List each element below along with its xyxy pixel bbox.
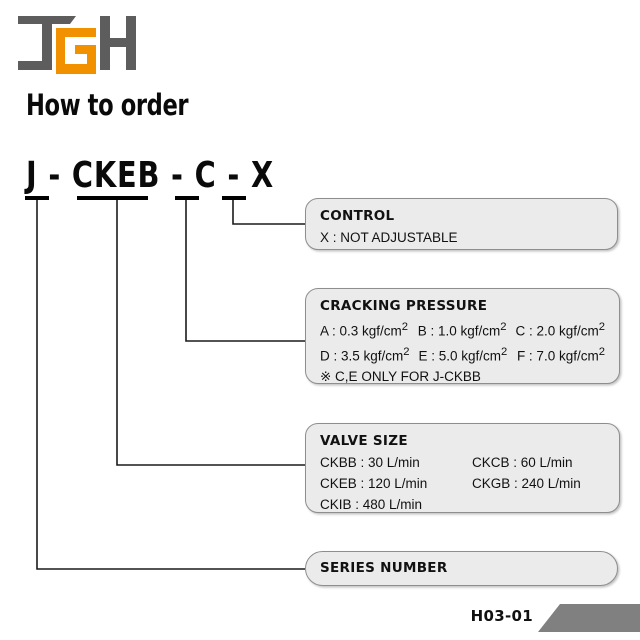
valve-size-row: CKEB : 120 L/min CKGB : 240 L/min bbox=[320, 473, 605, 494]
cracking-pressure-cell: D : 3.5 kgf/cm2 bbox=[320, 345, 410, 364]
page-title: How to order bbox=[26, 88, 189, 122]
leader-cracking bbox=[185, 200, 305, 342]
cracking-pressure-cell: B : 1.0 kgf/cm2 bbox=[417, 321, 507, 339]
valve-size-box: VALVE SIZE CKBB : 30 L/min CKCB : 60 L/m… bbox=[305, 423, 620, 513]
jgh-logo bbox=[18, 16, 136, 74]
valve-size-cell: CKEB : 120 L/min bbox=[320, 476, 428, 491]
valve-size-cell: CKIB : 480 L/min bbox=[320, 497, 423, 512]
underline-control bbox=[222, 196, 246, 200]
cracking-pressure-box-title: CRACKING PRESSURE bbox=[320, 298, 488, 314]
underline-cracking bbox=[175, 196, 199, 200]
logo-letter-h-bar bbox=[100, 38, 136, 47]
underline-series bbox=[25, 196, 49, 200]
logo-letter-h-right bbox=[126, 16, 136, 70]
leader-valve bbox=[116, 200, 305, 466]
valve-size-cell: CKCB : 60 L/min bbox=[472, 455, 573, 470]
valve-size-row: CKBB : 30 L/min CKCB : 60 L/min bbox=[320, 452, 605, 473]
leader-series bbox=[36, 200, 305, 570]
footer-page-code: H03-01 bbox=[470, 607, 533, 625]
valve-size-row: CKIB : 480 L/min bbox=[320, 494, 605, 515]
cracking-pressure-row: D : 3.5 kgf/cm2 E : 5.0 kgf/cm2 F : 7.0 … bbox=[320, 342, 605, 367]
cracking-pressure-box: CRACKING PRESSURE A : 0.3 kgf/cm2 B : 1.… bbox=[305, 288, 620, 384]
control-box: CONTROL X : NOT ADJUSTABLE bbox=[305, 198, 618, 250]
cracking-pressure-cell: A : 0.3 kgf/cm2 bbox=[320, 321, 409, 339]
cracking-pressure-row: A : 0.3 kgf/cm2 B : 1.0 kgf/cm2 C : 2.0 … bbox=[320, 317, 605, 342]
valve-size-box-title: VALVE SIZE bbox=[320, 433, 408, 449]
cracking-pressure-cell: E : 5.0 kgf/cm2 bbox=[418, 345, 508, 364]
cracking-pressure-note: ※ C,E ONLY FOR J-CKBB bbox=[320, 369, 481, 384]
series-number-box: SERIES NUMBER bbox=[305, 551, 618, 586]
series-number-box-title: SERIES NUMBER bbox=[320, 560, 448, 576]
valve-size-cell: CKBB : 30 L/min bbox=[320, 455, 420, 470]
footer-parallelogram bbox=[538, 604, 640, 632]
control-box-line: X : NOT ADJUSTABLE bbox=[320, 230, 458, 245]
cracking-pressure-cell: C : 2.0 kgf/cm2 bbox=[515, 321, 605, 339]
logo-letter-g bbox=[56, 28, 96, 74]
part-code: J - CKEB - C - X bbox=[26, 155, 274, 196]
logo-letter-j bbox=[18, 16, 76, 70]
leader-control bbox=[232, 200, 305, 225]
cracking-pressure-cell: F : 7.0 kgf/cm2 bbox=[516, 345, 605, 364]
valve-size-cell: CKGB : 240 L/min bbox=[472, 476, 581, 491]
underline-valve bbox=[77, 196, 148, 200]
control-box-title: CONTROL bbox=[320, 208, 395, 224]
footer-decoration bbox=[538, 604, 640, 632]
